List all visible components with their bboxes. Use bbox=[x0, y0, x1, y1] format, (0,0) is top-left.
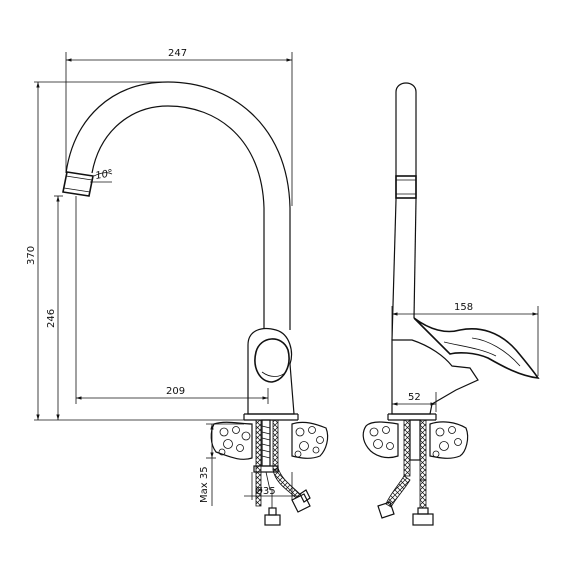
side-lever-handle bbox=[413, 317, 540, 379]
side-body bbox=[391, 339, 479, 415]
spout-height-label: 246 bbox=[46, 309, 57, 328]
hole-diameter-label: Ø35 bbox=[255, 485, 276, 497]
side-aerator bbox=[395, 175, 417, 199]
handle-reach-label: 158 bbox=[454, 302, 473, 313]
spout-angle-label: 10° bbox=[95, 168, 114, 182]
front-view: 10° bbox=[62, 81, 329, 526]
countertop-section-front bbox=[210, 421, 329, 460]
mounting-hardware-side bbox=[377, 419, 434, 526]
height-dimension-label: 370 bbox=[26, 246, 37, 265]
lever-handle bbox=[254, 338, 290, 383]
body-offset-label: 52 bbox=[408, 392, 421, 403]
spout-outer bbox=[65, 81, 291, 330]
max-thickness-label: Max 35 bbox=[199, 466, 210, 503]
side-spout-tube bbox=[395, 82, 417, 200]
width-dimension-label: 247 bbox=[168, 48, 187, 59]
front-dimensions: 247 370 246 209 Max 35 Ø35 bbox=[26, 48, 300, 506]
faucet-body bbox=[247, 327, 295, 415]
side-view bbox=[362, 82, 540, 526]
mounting-hardware-front bbox=[253, 419, 311, 526]
spout-inner bbox=[91, 105, 265, 328]
countertop-section-side bbox=[362, 421, 469, 459]
aerator-nozzle bbox=[62, 171, 94, 197]
spout-reach-label: 209 bbox=[166, 386, 185, 397]
side-dimensions: 158 52 bbox=[391, 302, 539, 412]
